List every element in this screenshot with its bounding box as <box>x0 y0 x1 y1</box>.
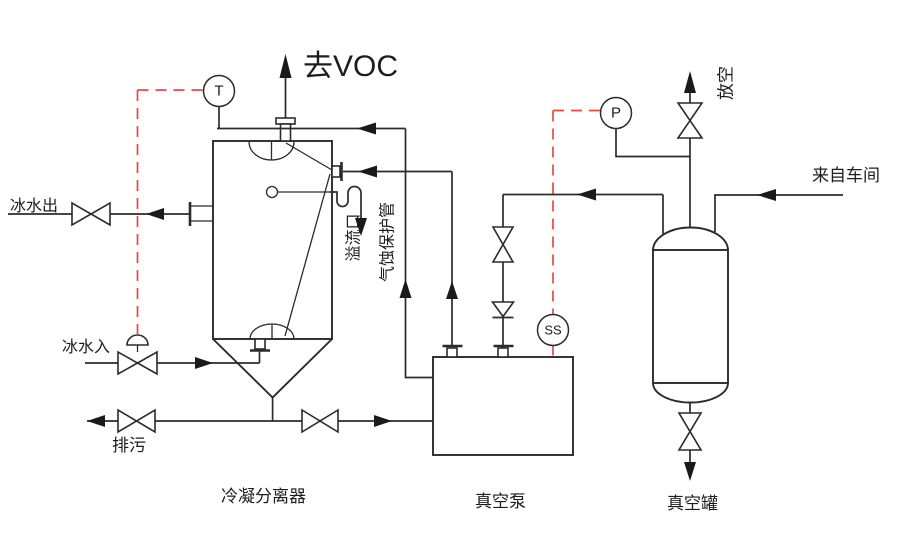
instrument-p-tap <box>615 129 690 158</box>
flow-arrow-ice-water-out <box>146 208 164 220</box>
pressure-bubble <box>599 96 633 130</box>
valve-return-right-wing <box>318 408 339 434</box>
valve-suction-top-wing <box>491 226 515 247</box>
control-valve-right-wing <box>135 350 158 376</box>
valve-vent-top-wing <box>676 102 704 122</box>
pump-body <box>432 356 574 456</box>
label-vacuum-pump: 真空泵 <box>475 492 526 511</box>
valve-vent-bottom-wing <box>676 119 704 139</box>
flow-arrow-ice-water-in <box>195 357 213 369</box>
right-nozzle-body <box>331 165 341 178</box>
label-to-voc: 去VOC <box>303 50 398 83</box>
valve-blowdown-right-wing <box>134 408 156 434</box>
valve-tank-drain-bottom-wing <box>677 429 703 451</box>
top-nozzle-flange <box>275 117 296 125</box>
pump-nozzle-left <box>446 347 458 358</box>
pump-nozzle-right <box>497 347 509 358</box>
valve-suction-bottom-wing <box>491 242 515 263</box>
valve-return-left-wing <box>301 408 322 434</box>
bottom-dome-nozzle <box>254 338 266 350</box>
pipe-from-workshop <box>714 194 843 232</box>
flow-arrow-return-right <box>374 415 392 427</box>
flow-arrow-from-workshop <box>757 189 776 201</box>
pressure-tag: P <box>611 105 621 122</box>
temperature-tag: T <box>214 83 223 100</box>
flow-arrow-side-left <box>358 165 377 178</box>
label-cavitation-protection-pipe: 气蚀保护管 <box>379 202 397 282</box>
control-valve-left-wing <box>117 350 140 376</box>
ss-bubble <box>536 313 570 347</box>
overflow-opening <box>265 185 279 199</box>
control-valve-actuator-dome <box>126 334 149 346</box>
valve-ice-water-out-right-wing <box>89 201 111 227</box>
left-nozzle-body <box>190 205 213 222</box>
overflow-seal-trap <box>330 185 362 219</box>
valve-tank-drain-top-wing <box>677 412 703 434</box>
temperature-bubble <box>202 74 236 108</box>
label-vacuum-tank: 真空罐 <box>667 494 718 513</box>
valve-blowdown-left-wing <box>117 408 139 434</box>
valve-ice-water-out-left-wing <box>71 201 93 227</box>
separator-internal-diagonal-lower <box>284 173 331 337</box>
condensate-separator <box>8 54 452 434</box>
instrument-pressure: P <box>599 96 633 130</box>
instrument-temperature: T <box>202 74 236 108</box>
flow-arrow-overflow-down <box>355 218 367 236</box>
label-overflow-port: 溢流口 <box>345 213 363 261</box>
label-ice-water-out: 冰水出 <box>10 197 58 215</box>
tank-shell <box>652 249 729 384</box>
vacuum-pump <box>399 128 574 456</box>
flow-arrow-riser-a-up <box>399 279 412 298</box>
label-ice-water-in: 冰水入 <box>62 338 110 356</box>
separator-internal-diagonal-upper <box>285 142 333 171</box>
pipe-pump-discharge-riser <box>404 128 433 379</box>
separator-cone-bottom <box>212 338 333 399</box>
separator-shell <box>212 140 333 340</box>
flow-arrow-voc-up <box>279 54 292 78</box>
tank-bottom-head <box>652 382 729 404</box>
label-blowdown: 排污 <box>112 436 146 455</box>
top-nozzle-body <box>279 123 292 142</box>
flow-arrow-vent-up <box>684 71 696 93</box>
vacuum-tank <box>503 71 843 481</box>
flow-arrow-riser-b-up <box>446 281 458 299</box>
instrument-ss: SS <box>536 313 570 347</box>
flow-arrow-top-left <box>357 122 376 135</box>
flow-arrow-tank-drain-down <box>684 462 696 481</box>
label-condensate-separator: 冷凝分离器 <box>221 487 306 506</box>
label-vent: 放空 <box>717 66 736 100</box>
check-valve-disc <box>490 301 516 318</box>
label-from-workshop: 来自车间 <box>812 166 880 185</box>
tank-top-head <box>652 226 729 251</box>
ss-tag: SS <box>544 323 562 338</box>
flow-arrow-tank-to-pump <box>577 188 596 201</box>
flow-arrow-blowdown-left <box>87 415 105 427</box>
